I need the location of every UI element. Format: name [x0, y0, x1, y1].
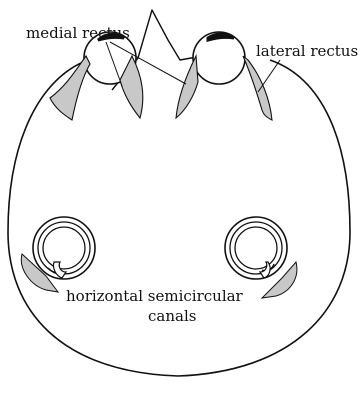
- right-lateral-rectus-muscle: [243, 56, 272, 120]
- semicircular-canals-label-line2: canals: [148, 309, 196, 324]
- right-eye: [193, 32, 245, 84]
- left-lateral-rectus-muscle: [50, 56, 90, 120]
- left-semicircular-canal: [21, 217, 95, 292]
- medial-rectus-label: medial rectus: [26, 26, 130, 41]
- lateral-rectus-leader: [258, 60, 280, 92]
- lateral-rectus-label: lateral rectus: [256, 44, 358, 59]
- semicircular-canals-label-line1: horizontal semicircular: [66, 289, 243, 304]
- right-medial-rectus-muscle: [176, 56, 198, 118]
- right-semicircular-canal: [225, 217, 297, 298]
